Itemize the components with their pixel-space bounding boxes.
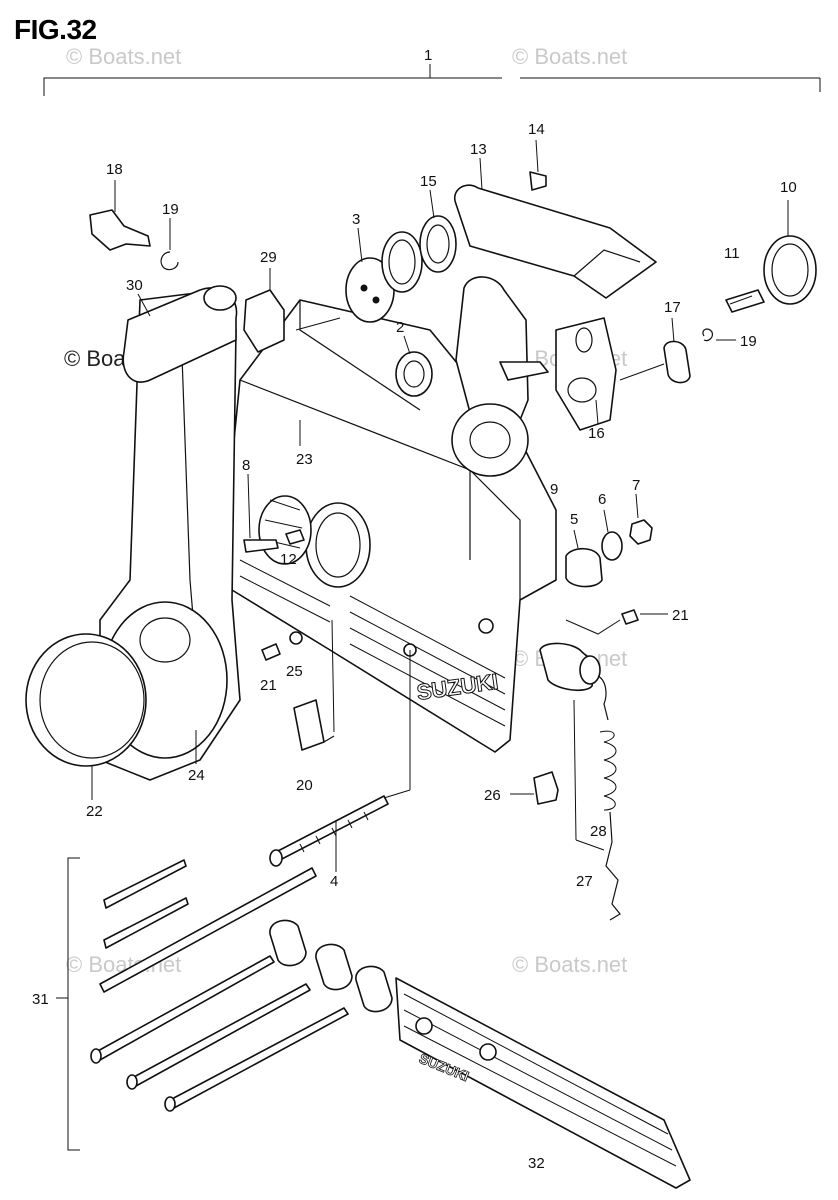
kit-ties xyxy=(99,859,317,993)
washer-6 xyxy=(601,509,623,561)
callout-12: 12 xyxy=(280,551,297,568)
clip-26 xyxy=(510,771,559,805)
bolt-11 xyxy=(725,289,765,313)
arm-13 xyxy=(453,157,657,299)
callout-9: 9 xyxy=(550,481,558,498)
kit-spacers xyxy=(269,919,393,1013)
callout-19-right: 19 xyxy=(740,333,757,350)
kit-bolts xyxy=(90,955,349,1112)
callout-26: 26 xyxy=(484,787,501,804)
callout-22: 22 xyxy=(86,803,103,820)
side-cover-32: SUZUKI xyxy=(395,977,691,1189)
pin-8 xyxy=(243,473,279,553)
leader-lines xyxy=(91,293,301,800)
callout-13: 13 xyxy=(470,141,487,158)
screw-12 xyxy=(285,529,305,545)
washer-15 xyxy=(419,189,457,273)
callout-29: 29 xyxy=(260,249,277,266)
linkage-assembly xyxy=(451,276,617,477)
callout-4: 4 xyxy=(330,873,338,890)
pivot-17 xyxy=(619,317,691,384)
watermark-bottom-right: © Boats.net xyxy=(512,952,627,977)
long-screw-4 xyxy=(269,650,411,872)
callout-15: 15 xyxy=(420,173,437,190)
callout-11: 11 xyxy=(724,245,740,262)
housing-ribs xyxy=(239,559,506,727)
lever-bracket xyxy=(243,268,285,353)
washer-25 xyxy=(289,631,303,645)
stop-switch xyxy=(539,642,621,921)
pin-18 xyxy=(89,180,151,251)
knob-cover xyxy=(25,633,147,767)
callout-7: 7 xyxy=(632,477,640,494)
bracket-20 xyxy=(293,619,335,751)
callout-24: 24 xyxy=(188,767,205,784)
callout-17: 17 xyxy=(664,299,681,316)
callout-16: 16 xyxy=(588,425,605,442)
callout-8: 8 xyxy=(242,457,250,474)
callout-21-right: 21 xyxy=(672,607,689,624)
callout-14: 14 xyxy=(528,121,545,138)
clip-19-left xyxy=(160,218,179,271)
callout-5: 5 xyxy=(570,511,578,528)
screw-14 xyxy=(529,139,547,191)
callout-10: 10 xyxy=(780,179,797,196)
callout-27: 27 xyxy=(576,873,593,890)
watermark-top-right: © Boats.net xyxy=(512,44,627,69)
callout-28: 28 xyxy=(590,823,607,840)
callout-23: 23 xyxy=(296,451,313,468)
kit-bracket-31 xyxy=(56,857,80,1151)
callout-30: 30 xyxy=(126,277,143,294)
callout-31: 31 xyxy=(32,991,49,1008)
callout-2: 2 xyxy=(396,319,404,336)
callout-1: 1 xyxy=(424,47,432,64)
callout-18: 18 xyxy=(106,161,123,178)
callout-19-left: 19 xyxy=(162,201,179,218)
callout-3: 3 xyxy=(352,211,360,228)
callouts: 1 2 3 4 5 6 7 8 9 10 11 12 13 14 15 16 1… xyxy=(32,47,797,1172)
figure-title: FIG.32 xyxy=(14,14,97,45)
watermark-top-left: © Boats.net xyxy=(66,44,181,69)
bushing-5 xyxy=(565,529,603,588)
washer-ring xyxy=(381,231,423,293)
callout-6: 6 xyxy=(598,491,606,508)
nut-7 xyxy=(629,493,653,545)
grip-sleeve xyxy=(122,285,238,383)
callout-32: 32 xyxy=(528,1155,545,1172)
callout-25: 25 xyxy=(286,663,303,680)
assembly-bracket-1 xyxy=(43,64,821,96)
clip-19-right xyxy=(702,328,736,342)
screw-21-right xyxy=(565,609,668,635)
cap-10 xyxy=(763,200,817,305)
screw-21-left xyxy=(261,643,281,661)
callout-20: 20 xyxy=(296,777,313,794)
callout-21-left: 21 xyxy=(260,677,277,694)
washer-2 xyxy=(395,335,433,397)
